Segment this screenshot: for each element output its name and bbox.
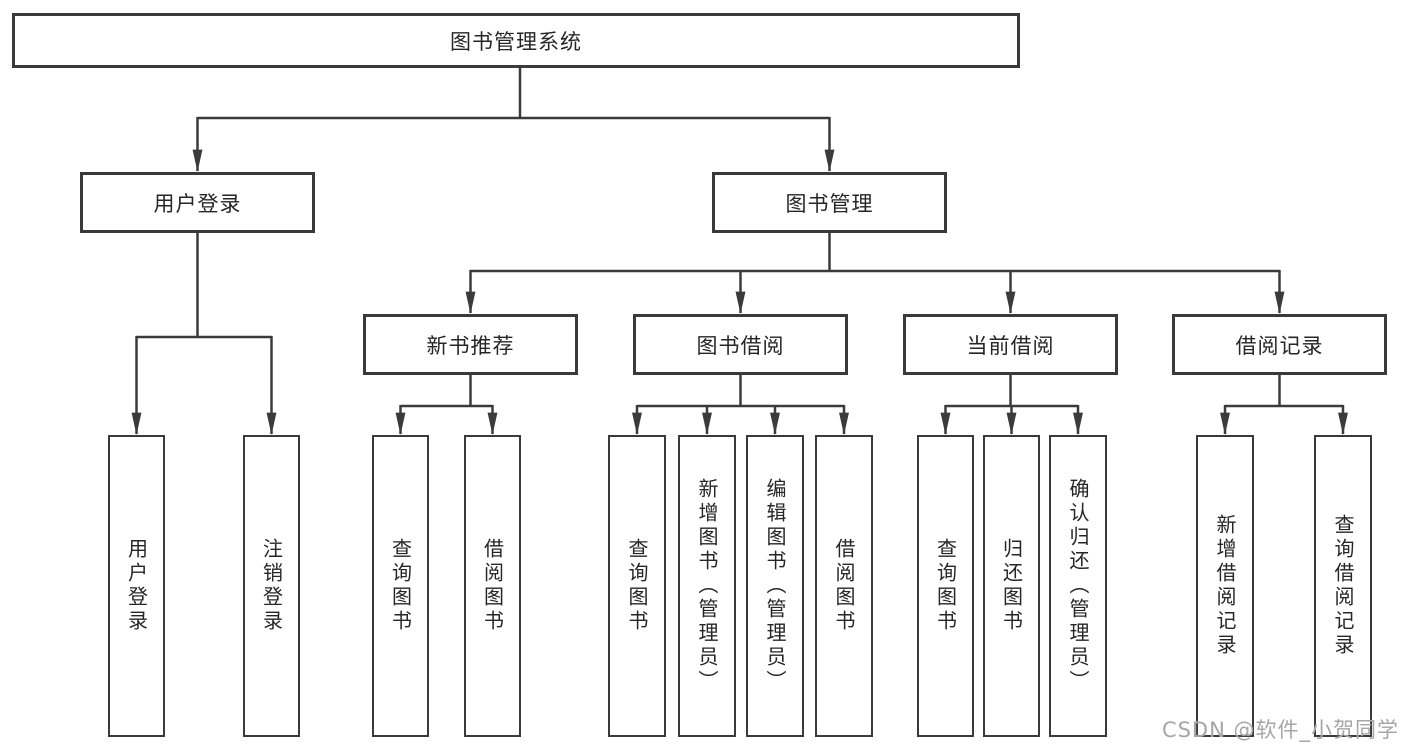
leaf-add-borrow-record: 新增借阅记录 bbox=[1196, 435, 1254, 737]
node-label: 新增图书（管理员） bbox=[695, 478, 719, 694]
leaf-add-books-admin: 新增图书（管理员） bbox=[678, 435, 736, 737]
edge-user-login-children bbox=[131, 233, 277, 435]
node-label: 借阅图书 bbox=[832, 538, 856, 634]
node-label: 查询图书 bbox=[625, 538, 649, 634]
node-label: 借阅记录 bbox=[1235, 333, 1324, 358]
node-new-book-recommend: 新书推荐 bbox=[363, 314, 578, 375]
leaf-borrow-books: 借阅图书 bbox=[815, 435, 873, 737]
node-label: 确认归还（管理员） bbox=[1066, 478, 1090, 694]
node-label: 借阅图书 bbox=[480, 538, 505, 634]
node-label: 查询图书 bbox=[933, 538, 958, 634]
edge-records-children bbox=[1220, 375, 1348, 435]
node-label: 当前借阅 bbox=[966, 333, 1055, 358]
node-label: 归还图书 bbox=[999, 538, 1024, 634]
leaf-borrow-books-recommend: 借阅图书 bbox=[464, 435, 521, 737]
node-label: 图书借阅 bbox=[696, 333, 785, 358]
node-book-borrowing: 图书借阅 bbox=[633, 314, 848, 375]
node-label: 用户登录 bbox=[124, 538, 149, 634]
node-book-management: 图书管理 bbox=[712, 172, 947, 233]
edge-root-to-level2 bbox=[192, 68, 835, 172]
node-label: 图书管理 bbox=[785, 191, 874, 216]
node-current-borrowing: 当前借阅 bbox=[903, 314, 1118, 375]
leaf-user-login: 用户登录 bbox=[108, 435, 165, 737]
node-user-login: 用户登录 bbox=[80, 172, 315, 233]
node-label: 新书推荐 bbox=[426, 333, 515, 358]
edge-current-children bbox=[940, 375, 1083, 435]
node-label: 新增借阅记录 bbox=[1213, 514, 1237, 658]
leaf-edit-books-admin: 编辑图书（管理员） bbox=[746, 435, 804, 737]
node-label: 编辑图书（管理员） bbox=[763, 478, 787, 694]
node-library-system: 图书管理系统 bbox=[12, 13, 1020, 68]
node-label: 查询图书 bbox=[388, 538, 413, 634]
csdn-watermark: CSDN @软件_小贺同学 bbox=[1161, 718, 1399, 742]
leaf-query-books-recommend: 查询图书 bbox=[372, 435, 429, 737]
node-label: 用户登录 bbox=[153, 191, 242, 216]
node-label: 查询借阅记录 bbox=[1331, 514, 1355, 658]
leaf-confirm-return-admin: 确认归还（管理员） bbox=[1049, 435, 1107, 737]
edge-new-books-children bbox=[395, 375, 498, 435]
node-label: 注销登录 bbox=[259, 538, 284, 634]
leaf-logout: 注销登录 bbox=[243, 435, 300, 737]
leaf-query-books-borrowing: 查询图书 bbox=[608, 435, 666, 737]
edge-borrowing-children bbox=[632, 375, 849, 435]
leaf-query-borrow-record: 查询借阅记录 bbox=[1314, 435, 1372, 737]
leaf-return-books: 归还图书 bbox=[983, 435, 1040, 737]
leaf-query-books-current: 查询图书 bbox=[917, 435, 974, 737]
node-borrowing-records: 借阅记录 bbox=[1172, 314, 1387, 375]
edge-book-mgmt-to-level3 bbox=[465, 233, 1285, 314]
node-label: 图书管理系统 bbox=[450, 29, 582, 54]
